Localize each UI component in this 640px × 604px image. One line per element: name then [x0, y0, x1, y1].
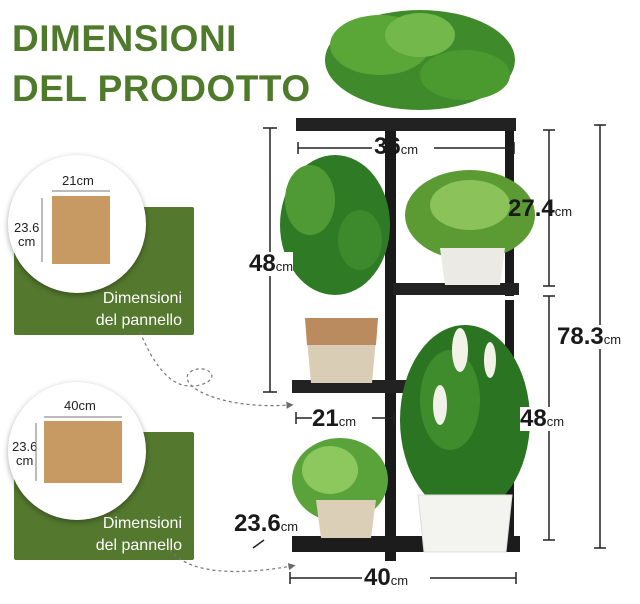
pot-small-left [316, 500, 376, 538]
panel-caption-line-1: Dimensioni [102, 515, 182, 532]
dashed-arrow-bottom [169, 549, 296, 573]
dim-value: 48 [520, 405, 547, 432]
panel-height-label-top: 23.6 cm [14, 220, 40, 249]
panel-dimension-lines [35, 190, 122, 481]
panel-caption-line-2: del pannello [95, 537, 182, 554]
panel-width-label-bottom: 40cm [64, 398, 96, 413]
pot-spider [440, 248, 505, 285]
panel-caption-top: Dimensioni del pannello [60, 288, 182, 332]
panel-board-large [44, 421, 122, 483]
dashed-arrow-top [139, 331, 294, 409]
dim-mid-width: 21cm [312, 407, 356, 431]
plant-top-pothos [325, 10, 515, 110]
dim-value: 48 [249, 250, 276, 277]
dim-value: 27.4 [508, 195, 555, 222]
dim-value: 78.3 [557, 323, 604, 350]
shelf-top [296, 118, 516, 131]
dim-total-height: 78.3cm [557, 323, 622, 350]
dim-base-width: 40cm [364, 566, 408, 590]
line-base-depth [252, 539, 265, 549]
panel-board-small [52, 196, 110, 264]
panel-caption-line-1: Dimensioni [102, 290, 182, 307]
panel-height-label-bottom: 23.6 cm [12, 439, 38, 468]
dim-unit: cm [400, 142, 419, 157]
dim-value: 40 [364, 564, 391, 591]
panel-caption-line-2: del pannello [95, 312, 182, 329]
dim-unit: cm [338, 414, 357, 429]
title-line-2: DEL PRODOTTO [12, 68, 311, 109]
dim-upper-right-height: 27.4cm [508, 197, 572, 221]
upright-left [385, 131, 396, 561]
panel-width-label-top: 21cm [62, 173, 94, 188]
dim-base-depth: 23.6cm [234, 512, 298, 536]
dim-value: 23.6 [234, 510, 281, 537]
shelf-left-middle [292, 380, 420, 393]
dim-value: 21 [312, 405, 339, 432]
dim-unit: cm [546, 414, 565, 429]
dim-unit: cm [280, 519, 299, 534]
pot-upper-left [305, 318, 378, 383]
dim-unit: cm [275, 259, 294, 274]
pot-peace-lily [417, 494, 513, 553]
panel-caption-bottom: Dimensioni del pannello [60, 513, 182, 557]
shelf-right-upper [393, 283, 519, 295]
dim-unit: cm [554, 204, 573, 219]
dim-unit: cm [603, 332, 622, 347]
dim-top-width: 36cm [374, 135, 418, 159]
plant-spider [405, 170, 535, 260]
dim-left-height: 48cm [249, 250, 294, 277]
dim-lower-right-height: 48cm [520, 405, 565, 432]
dim-unit: cm [390, 573, 409, 588]
title-line-1: DIMENSIONI [12, 18, 237, 59]
dim-value: 36 [374, 133, 401, 160]
plant-upper-left [280, 155, 390, 295]
plant-peace-lily [400, 325, 530, 515]
